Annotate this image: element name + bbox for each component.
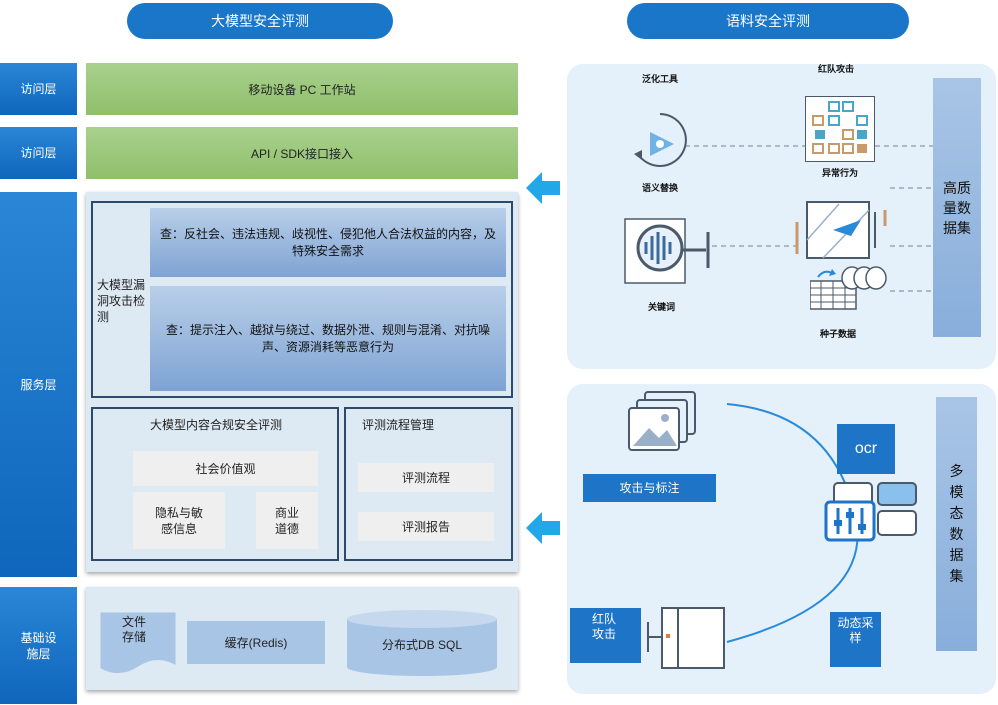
database-cylinder bbox=[347, 610, 497, 676]
image-gallery-icon bbox=[628, 391, 696, 451]
high-quality-dataset-text: 高质量数据集 bbox=[943, 179, 971, 236]
anomaly-grid-icon bbox=[805, 96, 875, 162]
seed-data-icon bbox=[810, 266, 887, 310]
process-box bbox=[344, 407, 513, 561]
compliance-business-text: 商业道德 bbox=[274, 505, 299, 536]
red-team-top-label: 红队攻击 bbox=[818, 64, 855, 74]
vuln-detection-box bbox=[91, 201, 513, 398]
layer-label-infra: 基础设施层 bbox=[0, 587, 77, 704]
file-storage-shape bbox=[100, 612, 176, 673]
process-flow: 评测流程 bbox=[358, 463, 494, 492]
keyword-label: 关键词 bbox=[648, 302, 676, 312]
red-team-attack-box: 红队攻击 bbox=[570, 608, 641, 663]
layer-label-service: 服务层 bbox=[0, 192, 77, 577]
compliance-social-values: 社会价值观 bbox=[133, 451, 318, 486]
left-section-title: 大模型安全评测 bbox=[127, 3, 393, 39]
multimodal-dataset: 多模态数据集 bbox=[936, 397, 977, 651]
vuln-check-behavior: 查：提示注入、越狱与绕过、数据外泄、规则与混淆、对抗噪声、资源消耗等恶意行为 bbox=[150, 286, 506, 391]
ocr-label: ocr bbox=[854, 440, 878, 457]
corpus-panel bbox=[567, 64, 996, 369]
access-devices-bar: 移动设备 PC 工作站 bbox=[86, 63, 518, 115]
anomaly-label: 异常行为 bbox=[822, 168, 859, 178]
semantic-replace-label: 语义替换 bbox=[642, 183, 679, 193]
attack-annotate-label: 攻击与标注 bbox=[583, 474, 716, 502]
database-label: 分布式DB SQL bbox=[381, 638, 463, 652]
settings-sliders-icon bbox=[824, 482, 917, 542]
cache-redis-box: 缓存(Redis) bbox=[187, 621, 325, 664]
generalize-tool-icon bbox=[634, 113, 687, 167]
ocr-box: ocr bbox=[837, 424, 895, 474]
layer-label-access-2: 访问层 bbox=[0, 127, 77, 179]
red-team-attack-label: 红队攻击 bbox=[591, 612, 616, 641]
panel-window-icon bbox=[647, 607, 725, 669]
multimodal-dataset-text: 多模态数据集 bbox=[949, 463, 964, 584]
file-storage-label: 文件存储 bbox=[122, 615, 147, 644]
compliance-business-ethics: 商业道德 bbox=[256, 492, 318, 549]
high-quality-dataset: 高质量数据集 bbox=[933, 78, 981, 337]
dynamic-sampling-box: 动态采样 bbox=[830, 612, 881, 667]
keyword-magnifier-icon bbox=[624, 218, 710, 284]
compliance-box bbox=[91, 407, 339, 561]
arrow-left-icon bbox=[526, 512, 560, 544]
dynamic-sampling-label: 动态采样 bbox=[837, 616, 874, 645]
vuln-check-content: 查：反社会、违法违规、歧视性、侵犯他人合法权益的内容，及特殊安全需求 bbox=[150, 208, 506, 277]
generalize-tool-label: 泛化工具 bbox=[642, 74, 679, 84]
process-report: 评测报告 bbox=[358, 512, 494, 541]
arrow-left-icon bbox=[526, 172, 560, 204]
vuln-detection-title: 大模型漏洞攻击检测 bbox=[97, 278, 146, 324]
access-api-bar: API / SDK接口接入 bbox=[86, 127, 518, 179]
compliance-privacy-text: 隐私与敏感信息 bbox=[154, 505, 203, 536]
right-section-title: 语料安全评测 bbox=[627, 3, 909, 39]
layer-label-access-1: 访问层 bbox=[0, 63, 77, 115]
cache-redis-label: 缓存(Redis) bbox=[224, 636, 288, 650]
compliance-privacy: 隐私与敏感信息 bbox=[133, 492, 225, 549]
red-team-chart-icon bbox=[795, 201, 887, 259]
layer-label-infra-text: 基础设施层 bbox=[20, 630, 57, 661]
compliance-title: 大模型内容合规安全评测 bbox=[150, 418, 283, 432]
process-title: 评测流程管理 bbox=[362, 418, 435, 432]
seed-data-label: 种子数据 bbox=[820, 329, 857, 339]
dashed-connectors bbox=[685, 145, 933, 292]
